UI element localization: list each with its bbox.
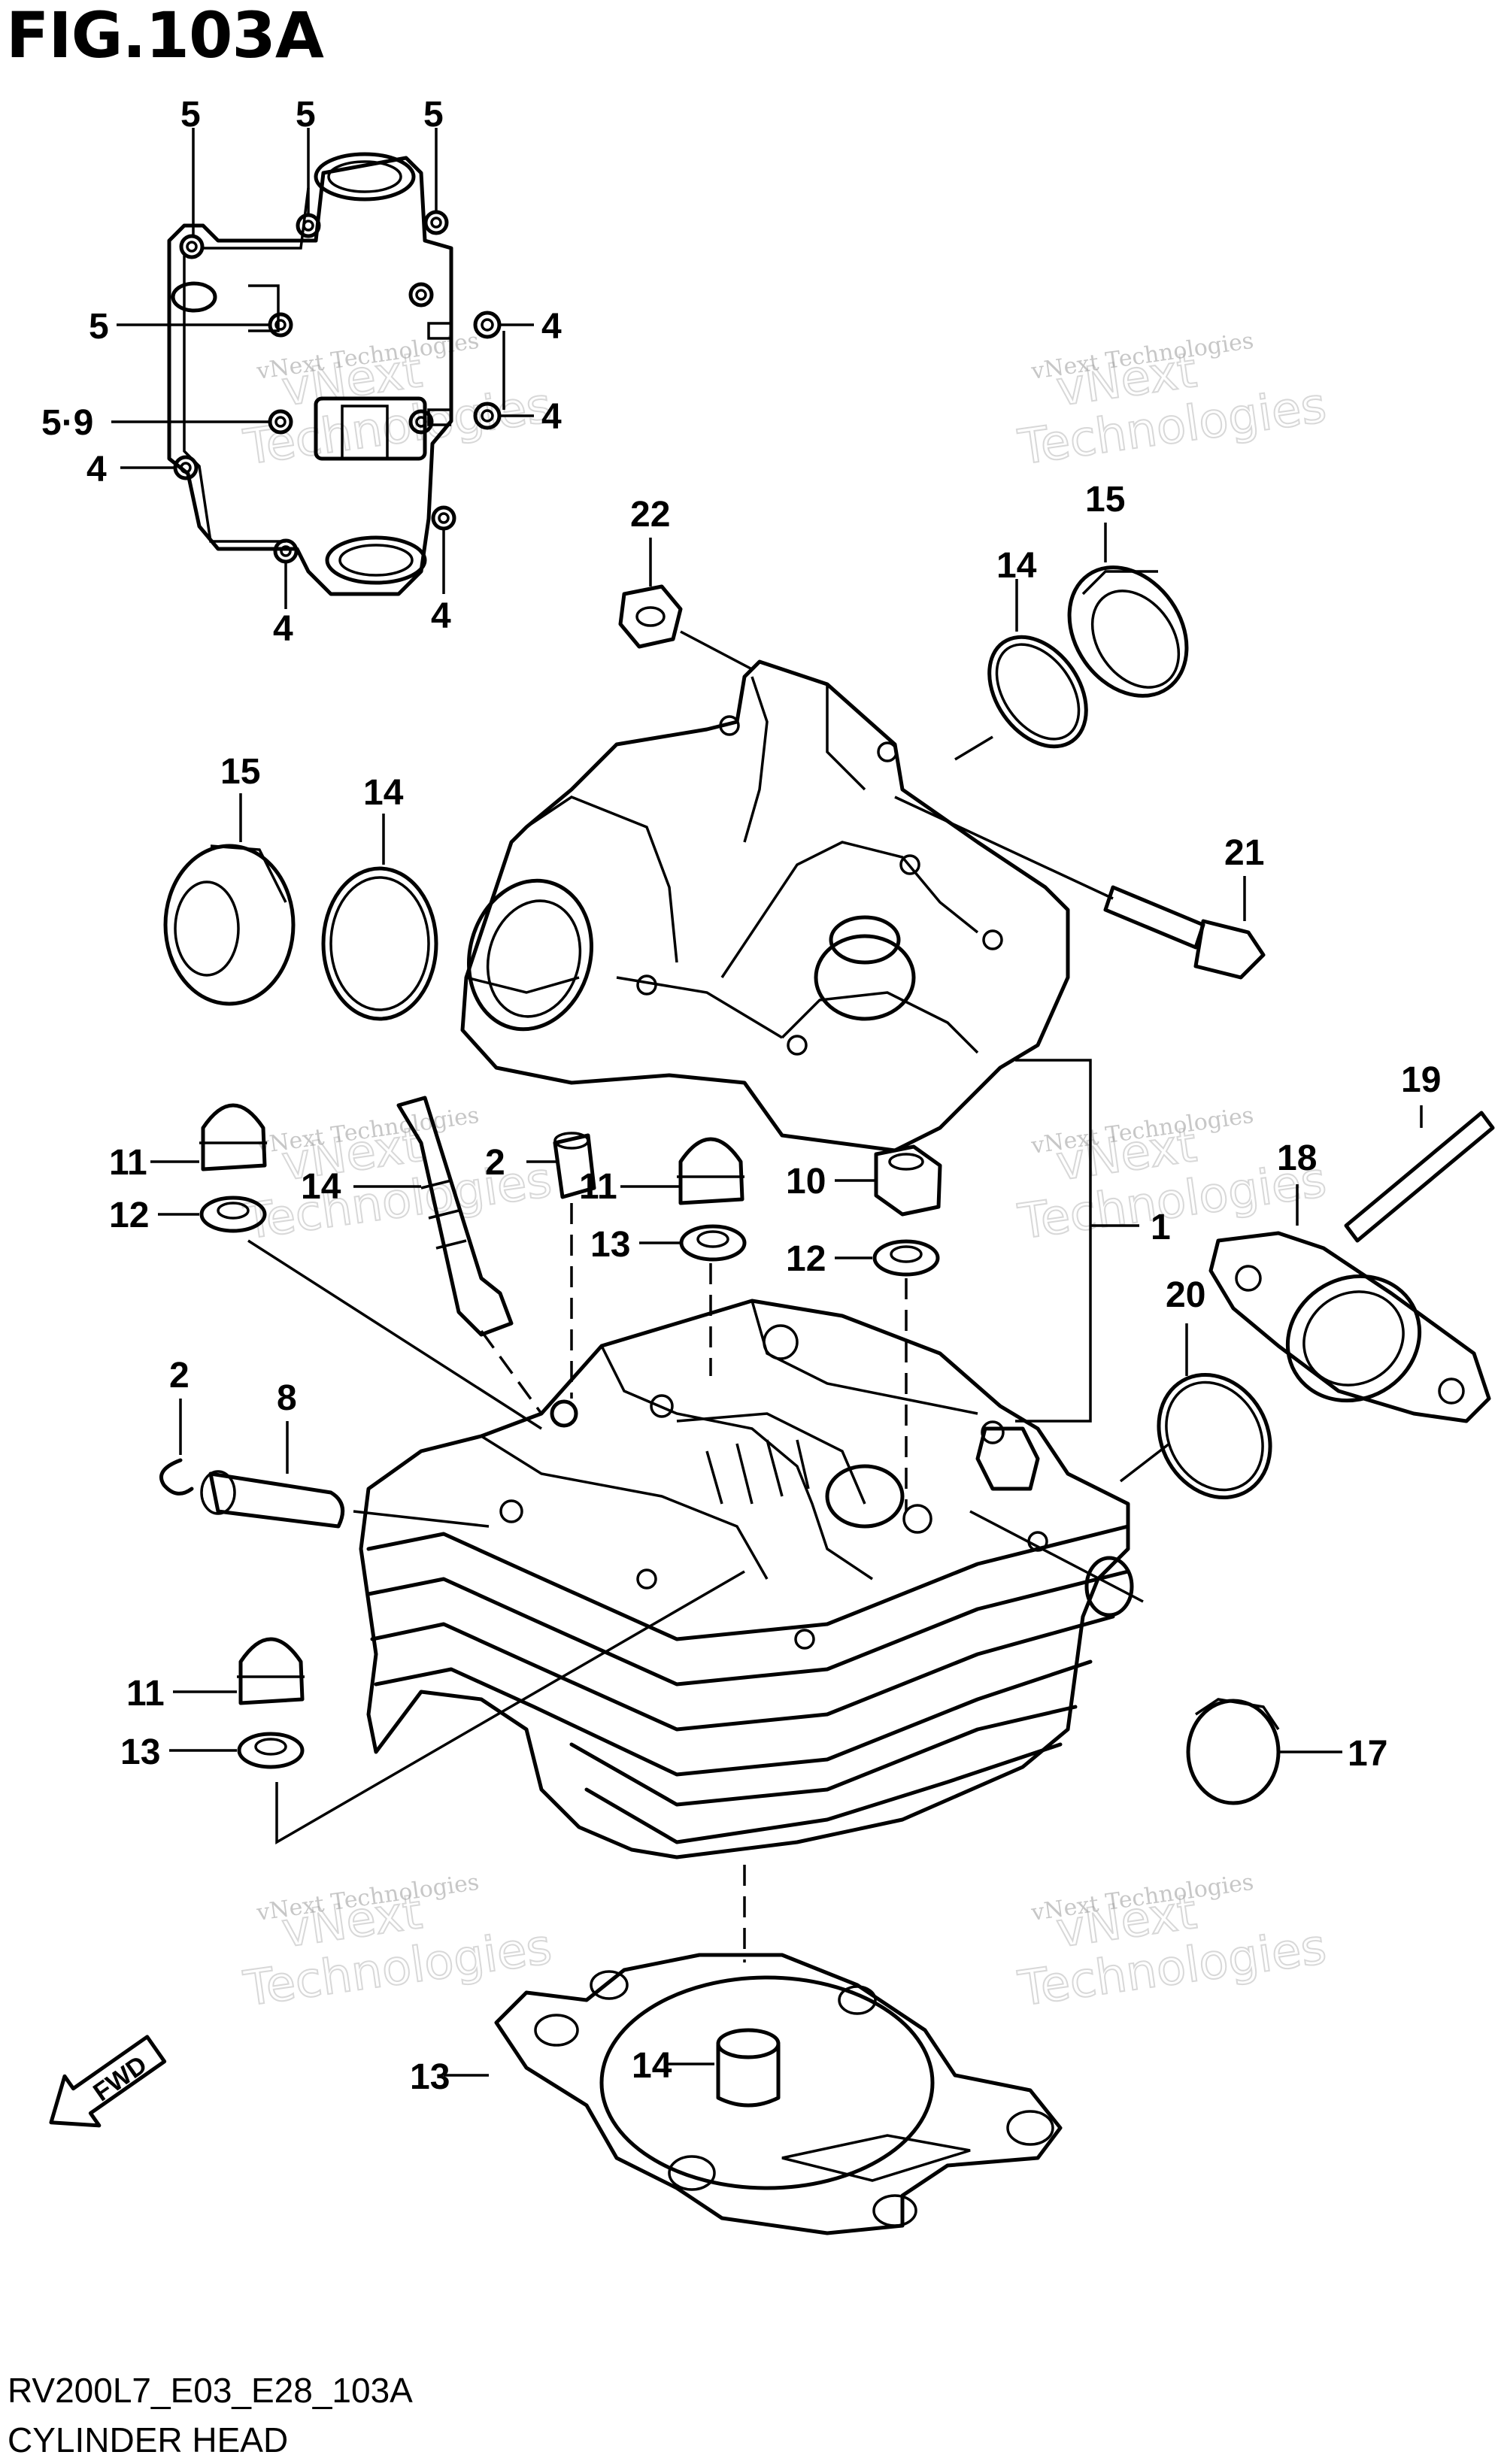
callout-6: 8: [277, 1378, 297, 1418]
callout-14: 14: [301, 1167, 341, 1207]
part-3-dowel: [553, 1132, 596, 1199]
part-11-cap-nut: [199, 1103, 267, 1171]
callout-16: 14: [363, 773, 404, 813]
part-12-washer: [872, 1239, 940, 1277]
callout-11: 11: [126, 1674, 165, 1714]
callout-3: 2: [485, 1143, 505, 1183]
callout-1: 1: [1151, 1208, 1171, 1247]
watermark: vNext Technologies vNext Technologies: [240, 1102, 556, 1251]
callout-11: 11: [109, 1143, 147, 1183]
bolt-hole: [473, 311, 502, 339]
part-12-washer: [199, 1196, 267, 1233]
bolt-hole: [423, 210, 449, 235]
figure-title: FIG.103A: [6, 0, 324, 72]
callout-18: 18: [1277, 1138, 1317, 1178]
part-10-nut: [874, 1144, 942, 1217]
callout-21: 21: [1224, 833, 1264, 873]
callout-4: 5: [296, 95, 316, 135]
bolt-hole: [408, 282, 434, 308]
svg-text:FWD: FWD: [88, 2050, 152, 2108]
callout-11: 11: [579, 1167, 617, 1207]
fwd-arrow-icon: FWD: [49, 2035, 167, 2128]
callout-15: 15: [220, 752, 260, 792]
part-14-spark-plug: [396, 1096, 514, 1337]
callout-5: 5: [89, 307, 109, 347]
callout-4: 4: [541, 397, 562, 437]
callout-22: 22: [630, 495, 670, 535]
small-parts: [159, 565, 1495, 2108]
callout-4: 4: [86, 450, 107, 489]
cylinder-head: [359, 1299, 1134, 1859]
callout-15: 15: [1085, 480, 1125, 520]
part-2-clip: [159, 1458, 194, 1496]
part-11-cap-nut: [237, 1637, 305, 1705]
callout-19: 20: [1166, 1275, 1205, 1315]
watermark: vNext Technologies vNext Technologies: [1014, 1869, 1330, 2018]
callout-4: 5: [180, 95, 201, 135]
callout-4: 4: [273, 609, 293, 649]
figure-code: RV200L7_E03_E28_103A: [8, 2371, 413, 2410]
part-19-oring: [1157, 1372, 1272, 1500]
callout-2: 2: [169, 1356, 190, 1396]
part-18-intake-pipe: [1208, 1231, 1491, 1423]
part-11-cap-nut: [677, 1137, 744, 1205]
part-6-pin: [200, 1470, 345, 1529]
part-21-bolt: [1103, 885, 1266, 980]
bolt-hole: [408, 409, 434, 435]
part-15-seal-right: [1067, 565, 1189, 698]
callout-12: 12: [109, 1196, 149, 1235]
watermark: vNext Technologies vNext Technologies: [240, 1869, 556, 2018]
callout-8: 14: [632, 2046, 672, 2086]
bolt-hole: [268, 409, 293, 435]
bolt-hole: [179, 234, 205, 259]
part-16-oring-right: [987, 635, 1088, 749]
part-8-dowel: [716, 2028, 781, 2108]
part-13-washer: [679, 1224, 747, 1262]
callout-4: 4: [431, 596, 451, 636]
callout-4: 4: [541, 307, 562, 347]
cylinder-head-gasket: [494, 1953, 1063, 2235]
callout-10: 10: [786, 1162, 826, 1202]
part-20-stud: [1344, 1111, 1495, 1243]
part-15-seal-left: [163, 844, 296, 1006]
part-13-washer: [237, 1732, 305, 1769]
callout-13: 13: [590, 1225, 630, 1265]
callout-20: 19: [1401, 1060, 1441, 1100]
bolt-hole: [273, 538, 299, 564]
part-17-plug: [1186, 1698, 1281, 1805]
leader-lines: [111, 128, 1423, 2077]
bolt-hole: [431, 505, 456, 531]
part-16-oring-left: [321, 866, 438, 1021]
watermark: vNext Technologies vNext Technologies: [1014, 328, 1330, 477]
callout-12: 12: [786, 1239, 826, 1279]
figure-name: CYLINDER HEAD: [8, 2420, 289, 2459]
cylinder-head-cover: [460, 659, 1070, 1153]
callout-5-9: 5·9: [41, 403, 93, 443]
callout-13: 13: [120, 1732, 160, 1772]
callout-4: 5: [423, 95, 444, 135]
head-top-view: [167, 152, 502, 596]
bolt-hole: [268, 312, 293, 338]
callout-7: 13: [410, 2057, 450, 2097]
callout-17: 17: [1348, 1734, 1387, 1774]
callouts: 5 5 5 5 4 5·9 4 4 4 4 22 15 14 21 15 14 …: [41, 95, 1441, 2097]
callout-16: 14: [996, 546, 1037, 586]
part-22-nut: [618, 584, 683, 649]
